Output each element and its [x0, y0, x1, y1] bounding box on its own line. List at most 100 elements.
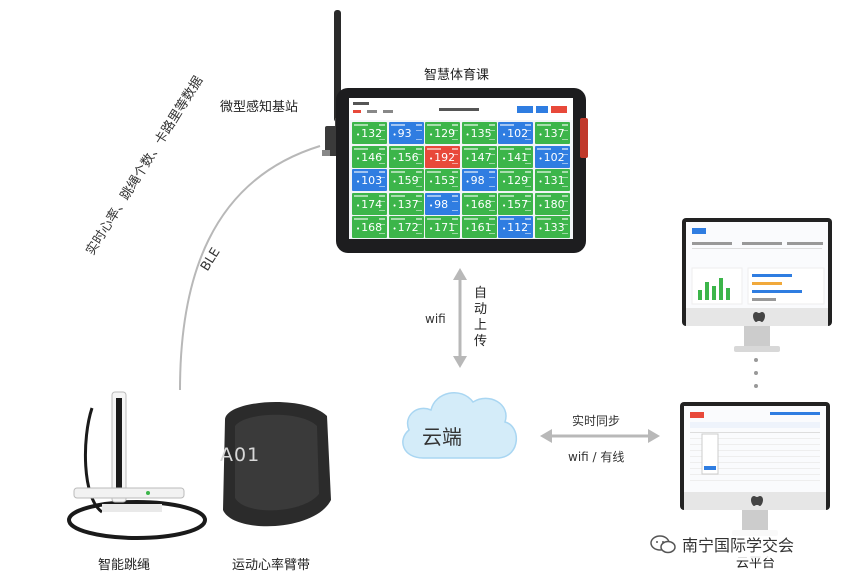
heart-rate-tile: 93 — [388, 122, 424, 144]
heart-rate-tile: 146 — [352, 145, 387, 168]
heart-rate-value: 98 — [429, 199, 448, 212]
heart-rate-value: 168 — [356, 222, 382, 235]
tile-status-bar — [379, 194, 385, 197]
tile-status-bar — [488, 194, 495, 197]
tile-name-bar — [354, 218, 368, 220]
heart-rate-value: 153 — [429, 175, 455, 188]
tile-name-bar — [427, 218, 441, 220]
heart-rate-tile: 103 — [352, 169, 387, 191]
armband-label: 运动心率臂带 — [232, 558, 311, 573]
tile-name-bar — [536, 218, 551, 220]
heart-rate-tile: 161 — [461, 216, 497, 238]
tile-name-bar — [536, 147, 551, 150]
heart-rate-tile: 157 — [498, 192, 533, 215]
tablet-title: 智慧体育课 — [424, 68, 490, 83]
heart-rate-tile: 171 — [425, 216, 460, 238]
tile-name-bar — [463, 171, 478, 173]
heart-rate-value: 93 — [393, 128, 412, 141]
heart-rate-tile: 147 — [461, 145, 497, 168]
tile-name-bar — [354, 124, 368, 126]
heart-rate-tile: 102 — [498, 122, 533, 144]
tile-status-bar — [525, 171, 531, 173]
heart-rate-tile: 168 — [461, 192, 497, 215]
tile-name-bar — [427, 124, 441, 126]
heart-rate-tile: 192 — [425, 145, 460, 168]
tile-status-bar — [488, 218, 495, 220]
tile-status-bar — [452, 194, 458, 197]
tile-name-bar — [390, 194, 405, 197]
tablet-side-button — [580, 118, 588, 158]
tile-status-bar — [415, 194, 422, 197]
tablet-screen: 1329312913510213714615619214714110210315… — [349, 98, 573, 239]
auto-upload-label: 自 动 上 传 — [474, 286, 488, 350]
auto-upload-char: 动 — [474, 302, 488, 317]
heart-rate-tile: 132 — [352, 122, 387, 144]
monitor-bottom — [680, 402, 830, 536]
tile-status-bar — [379, 218, 385, 220]
heart-rate-value: 102 — [502, 128, 528, 141]
tile-name-bar — [390, 171, 405, 173]
heart-rate-value: 103 — [356, 175, 382, 188]
tile-name-bar — [390, 218, 405, 220]
tile-name-bar — [500, 194, 514, 197]
jump-rope-label: 智能跳绳 — [98, 558, 151, 573]
armband-id: A01 — [220, 444, 261, 466]
tile-status-bar — [415, 171, 422, 173]
watermark-text: 南宁国际学交会 — [682, 536, 795, 555]
tile-status-bar — [488, 147, 495, 150]
tile-status-bar — [379, 147, 385, 150]
heart-rate-value: 174 — [356, 199, 382, 212]
heart-rate-value: 137 — [539, 128, 565, 141]
heart-rate-tile: 137 — [388, 192, 424, 215]
tablet-screen-header — [349, 98, 573, 120]
heart-rate-value: 180 — [539, 199, 565, 212]
tile-status-bar — [561, 194, 568, 197]
auto-upload-char: 传 — [474, 334, 488, 349]
heart-rate-value: 141 — [502, 152, 528, 165]
tile-name-bar — [500, 124, 514, 126]
heart-rate-tile: 131 — [534, 169, 570, 191]
tile-name-bar — [500, 147, 514, 150]
heart-rate-value: 132 — [356, 128, 382, 141]
heart-rate-value: 192 — [429, 152, 455, 165]
tile-status-bar — [452, 124, 458, 126]
tile-status-bar — [561, 218, 568, 220]
heart-rate-tile: 102 — [534, 145, 570, 168]
tile-status-bar — [525, 218, 531, 220]
tile-status-bar — [415, 218, 422, 220]
heart-rate-value: 161 — [466, 222, 492, 235]
tile-side-stats — [415, 130, 422, 140]
wechat-icon — [650, 535, 676, 554]
jump-rope-device — [67, 391, 207, 540]
tile-side-stats — [488, 177, 495, 187]
heart-rate-tile: 156 — [388, 145, 424, 168]
tile-status-bar — [488, 124, 495, 126]
tile-side-stats — [452, 200, 458, 211]
heart-rate-tile: 137 — [534, 122, 570, 144]
tile-name-bar — [354, 194, 368, 197]
heart-rate-tile: 112 — [498, 216, 533, 238]
heart-rate-tile: 129 — [425, 122, 460, 144]
tile-status-bar — [452, 147, 458, 150]
tile-status-bar — [452, 171, 458, 173]
heart-rate-tile: 174 — [352, 192, 387, 215]
tile-name-bar — [536, 124, 551, 126]
tile-name-bar — [463, 124, 478, 126]
monitor-top — [682, 218, 832, 352]
sync-label: 实时同步 — [572, 414, 621, 428]
heart-rate-value: 156 — [393, 152, 419, 165]
heart-rate-grid: 1329312913510213714615619214714110210315… — [352, 122, 570, 238]
tile-status-bar — [525, 147, 531, 150]
auto-upload-char: 上 — [474, 318, 488, 333]
heart-rate-tile: 159 — [388, 169, 424, 191]
ble-arc — [179, 145, 321, 391]
tile-name-bar — [463, 147, 478, 150]
base-station-label: 微型感知基站 — [220, 100, 299, 115]
tile-name-bar — [427, 147, 441, 150]
tile-name-bar — [354, 171, 368, 173]
cloud-label: 云端 — [422, 425, 462, 449]
heart-rate-value: 137 — [393, 199, 419, 212]
heart-rate-tile: 180 — [534, 192, 570, 215]
wifi-wired-label: wifi / 有线 — [568, 450, 625, 464]
tile-status-bar — [525, 194, 531, 197]
